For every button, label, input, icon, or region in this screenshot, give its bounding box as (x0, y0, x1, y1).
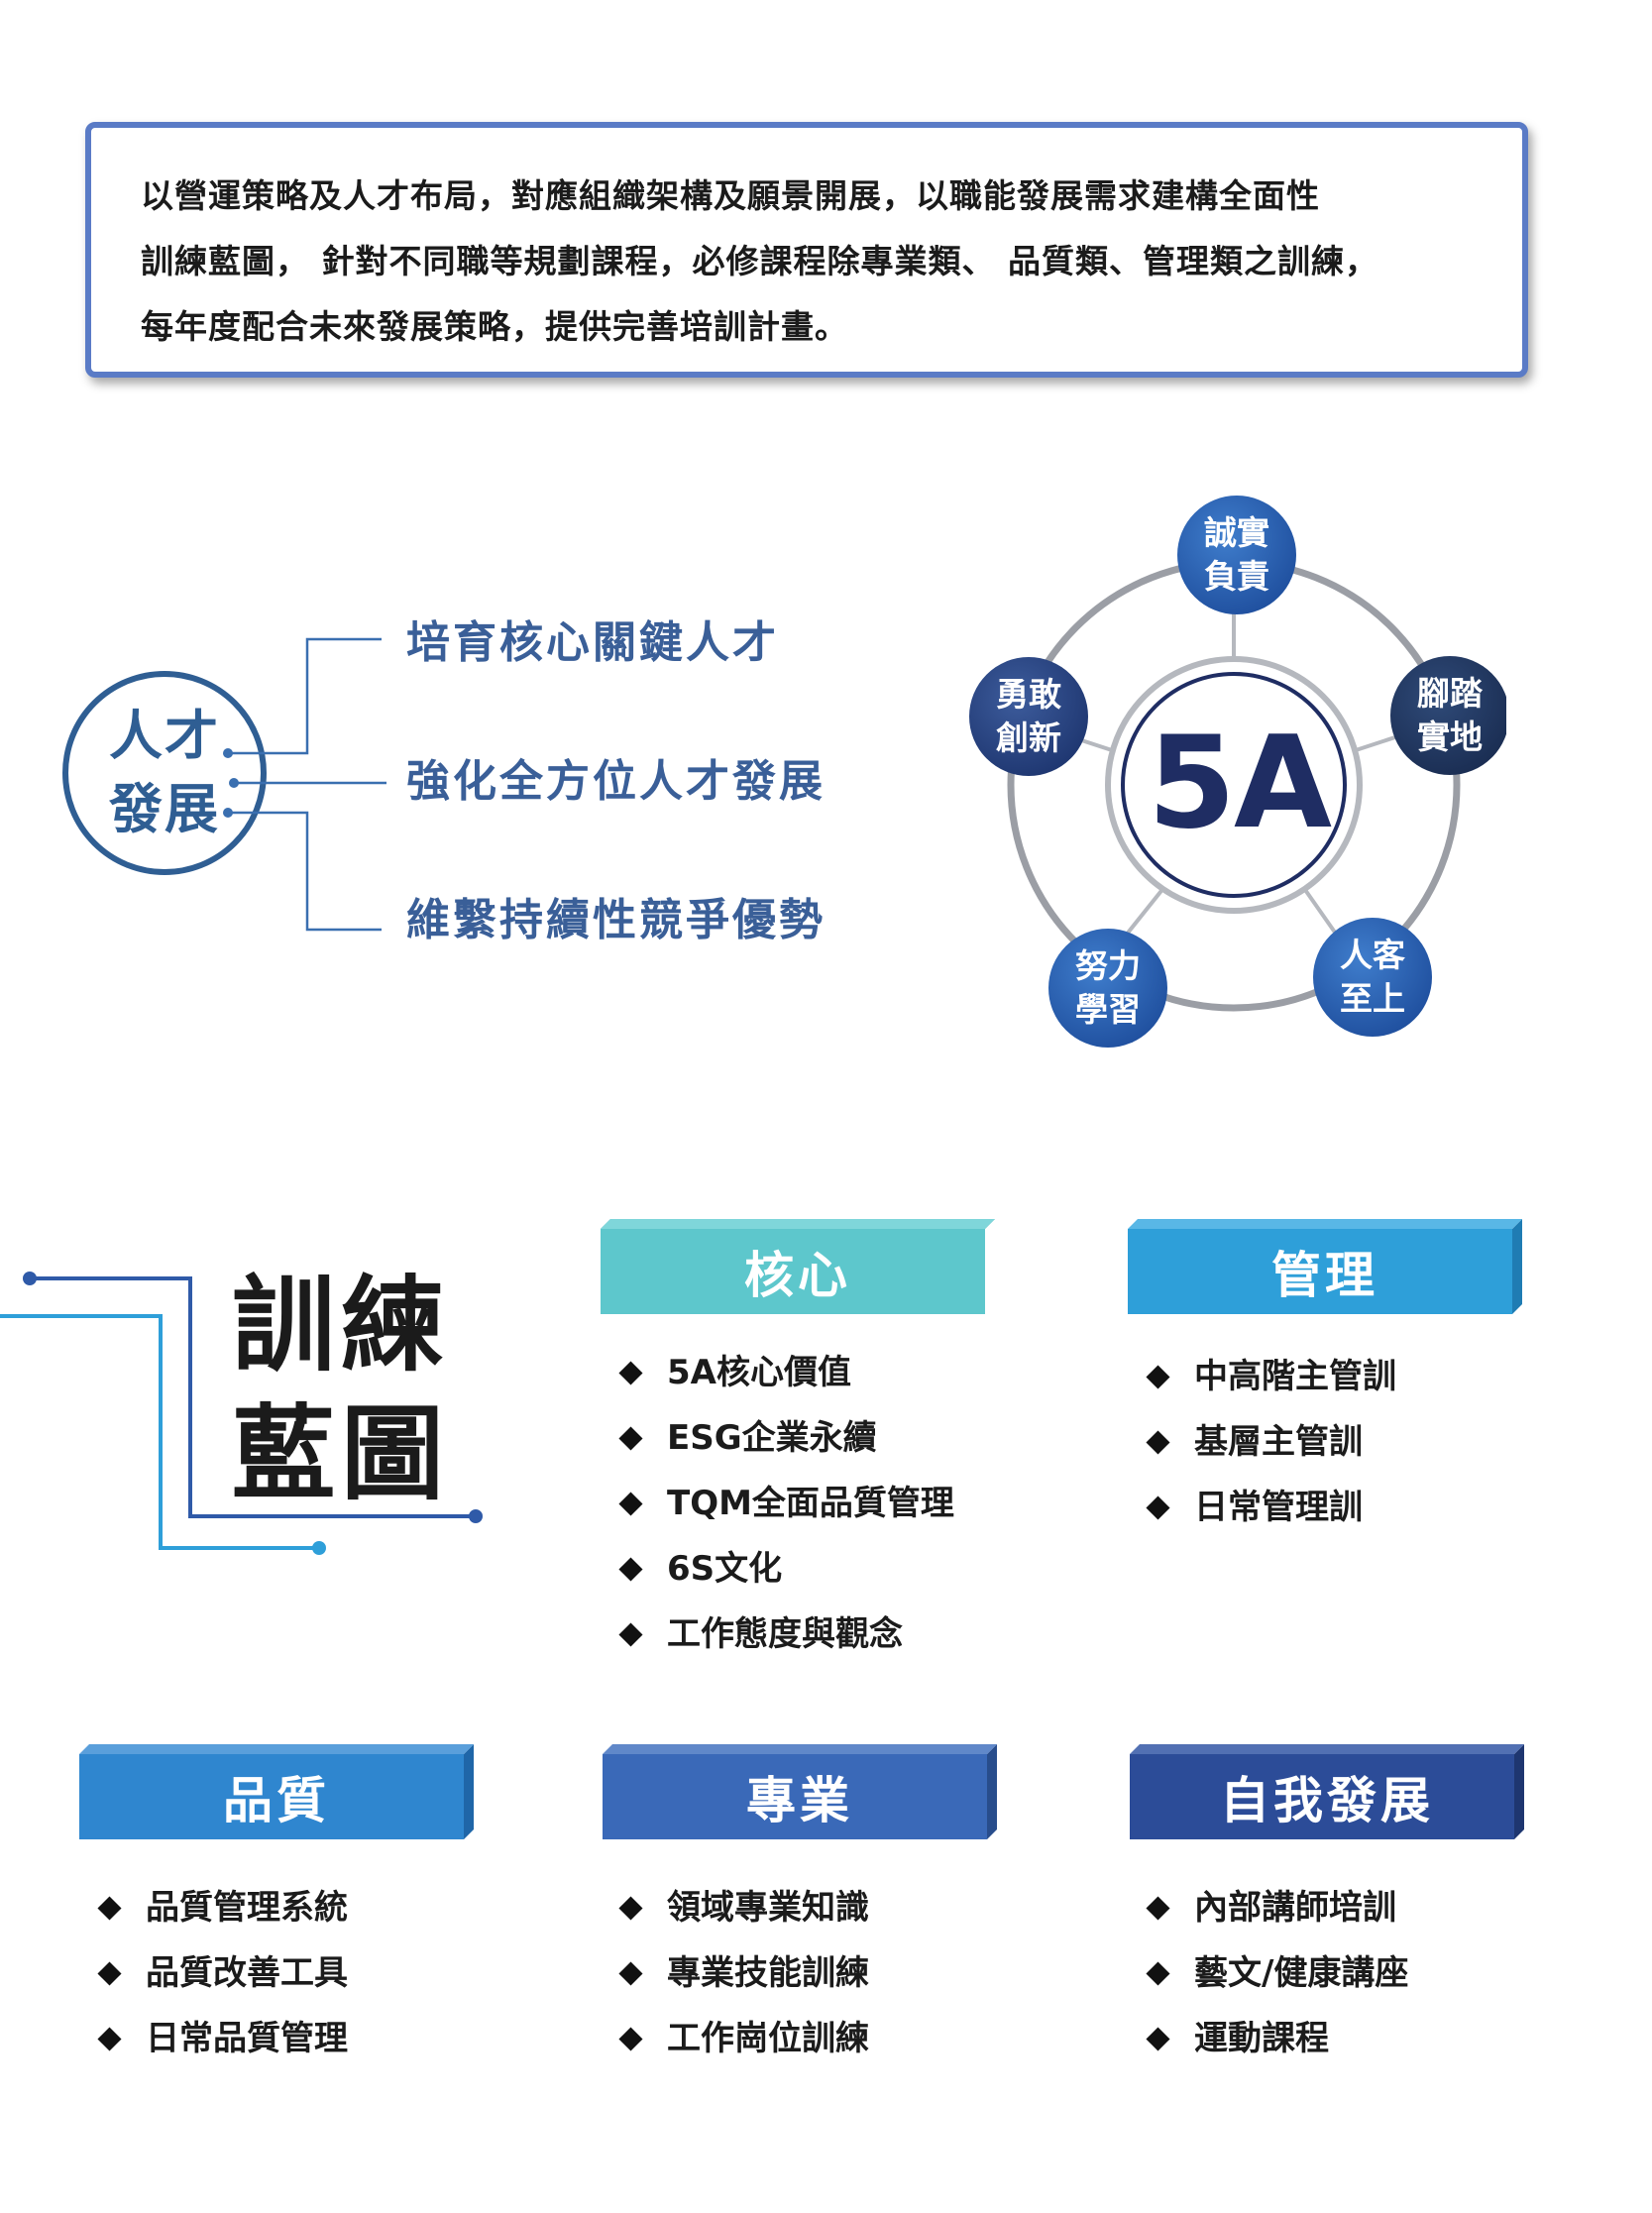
bullet-diamond-icon (618, 1491, 643, 1516)
talent-circle (62, 671, 267, 875)
list-item: 內部講師培訓 (1140, 1875, 1408, 1940)
quality-items-list: 品質管理系統 品質改善工具 日常品質管理 (91, 1875, 348, 2071)
value-innovation: 勇敢創新 (996, 675, 1061, 757)
bullet-diamond-icon (97, 1960, 122, 1986)
bullet-diamond-icon (618, 2026, 643, 2051)
bullet-diamond-icon (618, 1556, 643, 1582)
value-honest: 誠實負責 (1204, 513, 1269, 596)
blueprint-line-dark (30, 1276, 476, 1518)
list-item: 6S文化 (612, 1536, 954, 1602)
list-item: 工作崗位訓練 (612, 2006, 869, 2071)
category-header-quality: 品質 (79, 1744, 474, 1839)
bullet-diamond-icon (618, 1895, 643, 1921)
bullet-diamond-icon (1146, 1960, 1170, 1986)
node-learning (1048, 929, 1167, 1048)
fivea-center-text: 5A (1147, 709, 1332, 857)
bullet-diamond-icon (1146, 1429, 1170, 1455)
node-customer (1313, 918, 1432, 1037)
bullet-diamond-icon (618, 1360, 643, 1385)
connector-bottom (228, 811, 382, 932)
management-items-list: 中高階主管訓 基層主管訓 日常管理訓 (1140, 1344, 1396, 1540)
talent-label-line-2: 發展 (109, 778, 220, 840)
professional-items-list: 領域專業知識 專業技能訓練 工作崗位訓練 (612, 1875, 869, 2071)
intro-box: 以營運策略及人才布局，對應組織架構及願景開展，以職能發展需求建構全面性 訓練藍圖… (85, 122, 1528, 378)
fivea-diagram (969, 496, 1506, 1048)
node-innovation (969, 657, 1088, 776)
self-development-items-list: 內部講師培訓 藝文/健康講座 運動課程 (1140, 1875, 1408, 2071)
intro-line-1: 以營運策略及人才布局，對應組織架構及願景開展，以職能發展需求建構全面性 (141, 176, 1320, 215)
connector-top (228, 637, 382, 755)
bullet-diamond-icon (1146, 1895, 1170, 1921)
talent-circle-label: 人才 發展 (65, 674, 264, 872)
talent-connector-lines (62, 637, 386, 932)
value-grounded: 腳踏實地 (1417, 674, 1483, 756)
intro-line-3: 每年度配合未來發展策略，提供完善培訓計畫。 (141, 307, 848, 346)
goal-strengthen: 強化全方位人才發展 (406, 756, 826, 807)
bullet-diamond-icon (1146, 1364, 1170, 1389)
talent-label-line-1: 人才 (109, 705, 220, 767)
list-item: 日常品質管理 (91, 2006, 348, 2071)
list-item: 基層主管訓 (1140, 1409, 1396, 1475)
core-items-list: 5A核心價值 ESG企業永續 TQM全面品質管理 6S文化 工作態度與觀念 (612, 1340, 954, 1667)
bullet-diamond-icon (1146, 2026, 1170, 2051)
blueprint-line-light (0, 1314, 319, 1550)
bullet-diamond-icon (1146, 1494, 1170, 1520)
list-item: 品質管理系統 (91, 1875, 348, 1940)
list-item: ESG企業永續 (612, 1405, 954, 1471)
list-item: TQM全面品質管理 (612, 1471, 954, 1536)
list-item: 中高階主管訓 (1140, 1344, 1396, 1409)
bullet-diamond-icon (97, 2026, 122, 2051)
center-ring-inner (1121, 672, 1347, 898)
list-item: 運動課程 (1140, 2006, 1408, 2071)
intro-line-2: 訓練藍圖， 針對不同職等規劃課程，必修課程除專業類、 品質類、管理類之訓練， (141, 242, 1378, 280)
list-item: 日常管理訓 (1140, 1475, 1396, 1540)
node-honest (1177, 496, 1296, 614)
list-item: 領域專業知識 (612, 1875, 869, 1940)
list-item: 專業技能訓練 (612, 1940, 869, 2006)
value-learning: 努力學習 (1075, 946, 1141, 1029)
value-customer: 人客至上 (1340, 936, 1405, 1018)
bullet-diamond-icon (618, 1621, 643, 1647)
list-item: 工作態度與觀念 (612, 1602, 954, 1667)
category-header-core: 核心 (601, 1219, 995, 1314)
bullet-diamond-icon (97, 1895, 122, 1921)
category-header-professional: 專業 (603, 1744, 997, 1839)
bullet-diamond-icon (618, 1425, 643, 1451)
goal-sustain: 維繫持續性競爭優勢 (406, 895, 826, 945)
blueprint-connector-lines (0, 1272, 483, 1555)
category-header-self-development: 自我發展 (1130, 1744, 1524, 1839)
goal-cultivate: 培育核心關鍵人才 (406, 617, 779, 668)
node-grounded (1390, 656, 1506, 775)
category-header-management: 管理 (1128, 1219, 1522, 1314)
bullet-diamond-icon (618, 1960, 643, 1986)
list-item: 5A核心價值 (612, 1340, 954, 1405)
blueprint-title: 訓練 藍圖 (232, 1265, 451, 1514)
list-item: 藝文/健康講座 (1140, 1940, 1408, 2006)
list-item: 品質改善工具 (91, 1940, 348, 2006)
